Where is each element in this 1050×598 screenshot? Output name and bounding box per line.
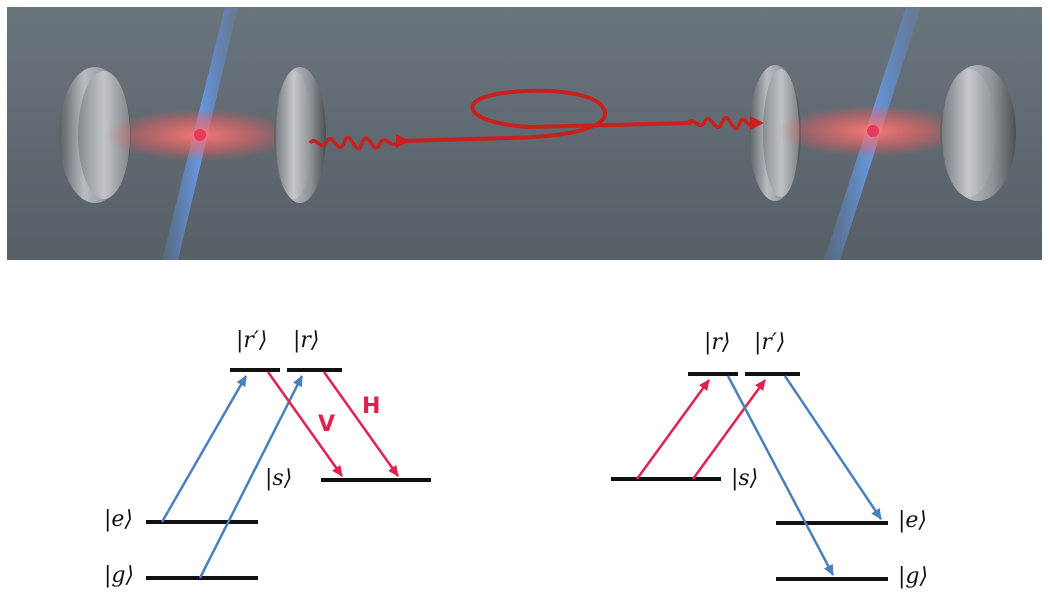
mirror-left-outer-face [78, 71, 130, 199]
emission-arrow-h [322, 371, 400, 477]
fiber-line [398, 136, 512, 143]
level-scheme-right [611, 372, 888, 581]
label-r-prime-right: |r′⟩ [754, 330, 786, 355]
label-g-right: |g⟩ [898, 564, 929, 589]
absorption-arrow-s-to-r-prime [691, 379, 767, 480]
cavity-right [749, 65, 1016, 201]
label-r-prime-left: |r′⟩ [236, 328, 268, 353]
optical-fiber [398, 88, 692, 143]
photon-wavepacket-right [686, 115, 764, 131]
fiber-loop [470, 88, 692, 140]
photon-wavepacket-left [308, 134, 410, 151]
cavity-scene [7, 7, 1042, 260]
label-s-right: |s⟩ [731, 466, 759, 491]
decay-arrow-r-prime-to-e [783, 375, 883, 520]
polarization-label-v: V [318, 412, 336, 437]
decay-arrow-r-to-g [726, 375, 835, 576]
label-s-left: |s⟩ [265, 466, 293, 491]
label-e-right: |e⟩ [898, 508, 928, 533]
label-r-right: |r⟩ [704, 330, 731, 355]
mirror-left-inner-face [276, 71, 312, 199]
label-e-left: |e⟩ [104, 507, 134, 532]
pump-arrow-e-to-r-prime [160, 375, 248, 523]
polarization-label-h: H [362, 394, 381, 419]
label-g-left: |g⟩ [104, 563, 135, 588]
cavity-left [59, 67, 326, 203]
absorption-arrow-s-to-r [635, 379, 711, 480]
atom-right [867, 125, 879, 137]
emission-arrow-v [266, 371, 344, 477]
atom-left [194, 129, 206, 141]
pump-arrow-g-to-r [198, 375, 304, 579]
label-r-left: |r⟩ [293, 328, 320, 353]
mirror-right-outer-face [942, 69, 996, 197]
level-scheme-left [146, 368, 431, 580]
